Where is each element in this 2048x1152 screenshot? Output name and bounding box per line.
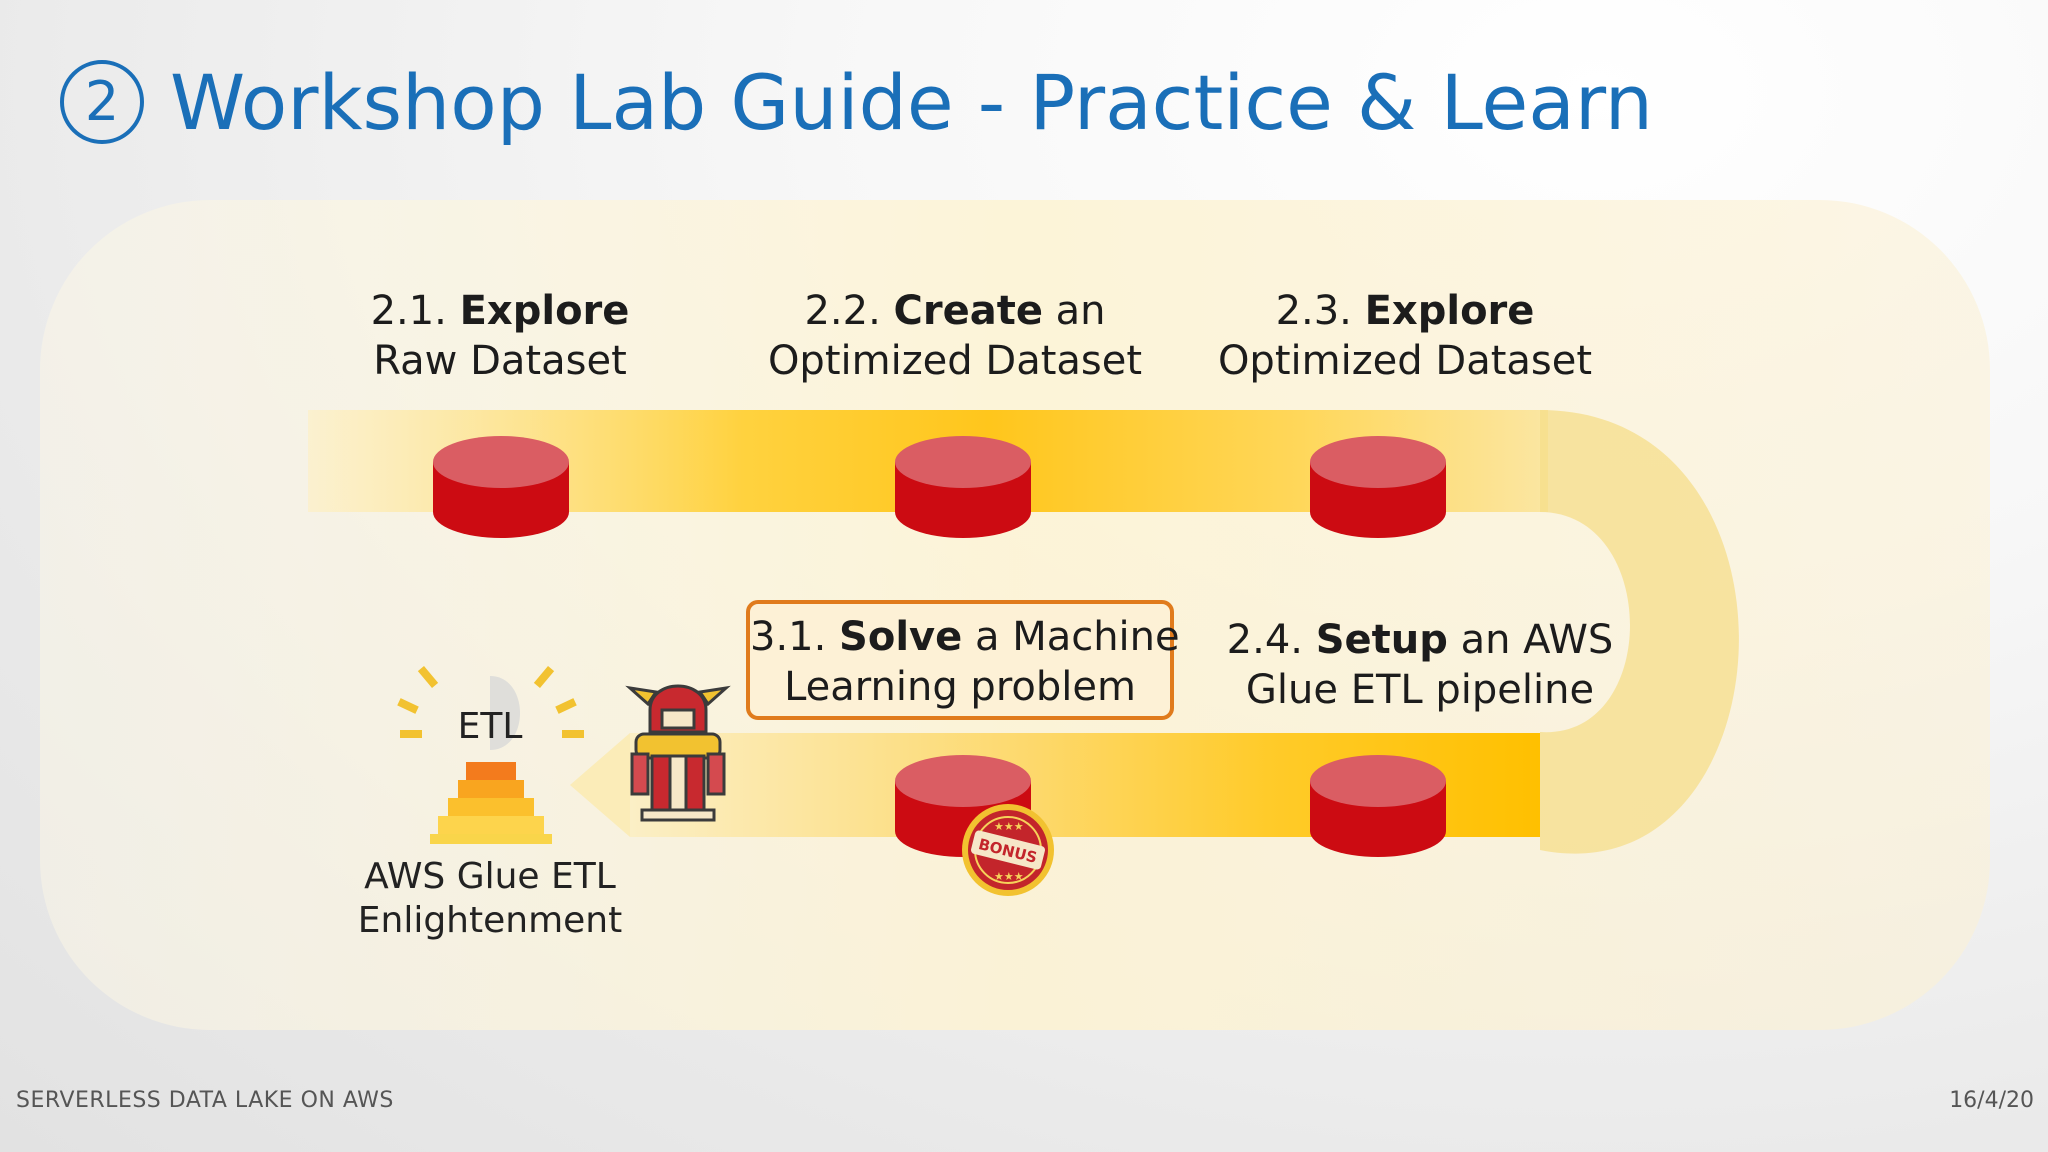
step-subject: Raw Dataset <box>373 338 627 384</box>
footer-date: 16/4/20 <box>1949 1088 2034 1113</box>
step-number: 2.4. <box>1226 617 1303 663</box>
step-text: an <box>1042 288 1106 334</box>
step-action: Setup <box>1315 617 1448 663</box>
etl-icon-label: ETL <box>457 706 523 747</box>
step-number: 2.2. <box>804 288 881 334</box>
svg-text:★★★: ★★★ <box>994 820 1024 833</box>
step-action: Explore <box>1364 288 1535 334</box>
step-2-1-label: 2.1. Explore Raw Dataset <box>360 286 640 386</box>
step-subject: Learning problem <box>784 664 1136 710</box>
slide-title-text: Workshop Lab Guide - Practice & Learn <box>170 57 1653 147</box>
database-cylinder-icon <box>1310 436 1446 538</box>
path-curve <box>1540 410 1739 854</box>
step-subject: Optimized Dataset <box>767 338 1143 384</box>
step-2-2-label: 2.2. Create an Optimized Dataset <box>745 286 1165 386</box>
etl-pyramid-icon <box>397 666 584 844</box>
svg-text:★★★: ★★★ <box>994 870 1024 883</box>
footer-deck-title: SERVERLESS DATA LAKE ON AWS <box>16 1088 394 1113</box>
step-action: Explore <box>459 288 630 334</box>
step-number: 2.3. <box>1275 288 1352 334</box>
bonus-badge-icon: BONUS ★★★ ★★★ <box>962 804 1054 896</box>
step-text: a Machine <box>962 614 1180 660</box>
slide-title: 2 Workshop Lab Guide - Practice & Learn <box>60 52 1653 152</box>
step-text: an AWS <box>1447 617 1614 663</box>
step-subject: Glue ETL pipeline <box>1245 667 1595 713</box>
step-action: Solve <box>839 614 963 660</box>
step-3-1-highlighted-label: 3.1. Solve a Machine Learning problem <box>746 600 1180 720</box>
robot-warrior-icon <box>625 684 731 822</box>
database-cylinder-icon <box>1310 755 1446 857</box>
step-2-3-label: 2.3. Explore Optimized Dataset <box>1195 286 1615 386</box>
database-cylinder-icon <box>433 436 569 538</box>
step-subject: Optimized Dataset <box>1217 338 1593 384</box>
numbered-circle-icon: 2 <box>60 60 144 144</box>
step-2-4-label: 2.4. Setup an AWS Glue ETL pipeline <box>1210 615 1630 715</box>
step-number: 2.1. <box>370 288 447 334</box>
step-number: 3.1. <box>750 614 827 660</box>
etl-caption-line2: Enlightenment <box>357 900 623 941</box>
database-cylinder-icon <box>895 436 1031 538</box>
etl-caption: AWS Glue ETL Enlightenment <box>330 855 650 943</box>
etl-caption-line1: AWS Glue ETL <box>364 856 616 897</box>
step-action: Create <box>893 288 1043 334</box>
path-arrowhead <box>570 733 630 837</box>
